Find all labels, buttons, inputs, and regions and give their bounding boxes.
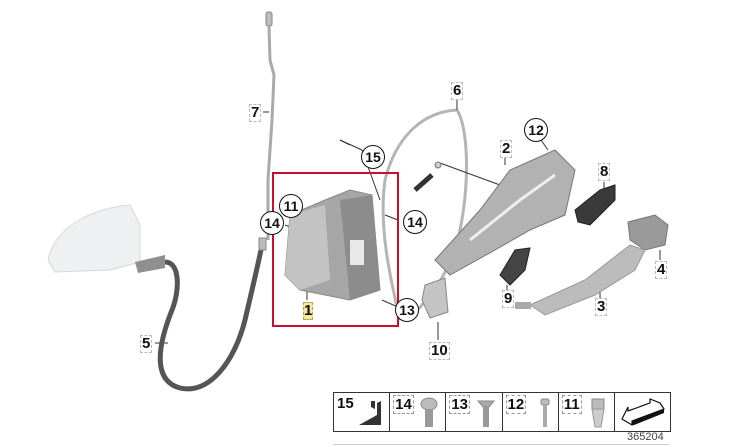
legend-label: 12 [505,395,527,414]
legend-item-14[interactable]: 14 [390,393,447,431]
part-4-cap[interactable] [627,214,669,251]
legend-item-11[interactable]: 11 [559,393,615,431]
diagram-reference-number: 365204 [627,431,664,443]
part-1-door-lock[interactable] [284,189,381,301]
highlight-frame [272,172,399,327]
callout-1[interactable]: 1 [303,302,314,320]
callout-2[interactable]: 2 [500,140,513,158]
legend-item-arrow[interactable] [615,393,670,431]
callout-12[interactable]: 12 [524,118,548,142]
callout-9[interactable]: 9 [502,290,515,308]
callout-4[interactable]: 4 [655,261,668,279]
callout-8[interactable]: 8 [598,163,611,181]
callout-7[interactable]: 7 [249,104,262,122]
part-9-gasket[interactable] [499,247,531,286]
legend-label: 13 [449,395,471,414]
divider [333,444,669,445]
direction-arrow-icon [621,398,665,427]
pan-head-screw-icon [420,397,438,427]
callout-14-right[interactable]: 14 [403,210,427,234]
legend-item-15[interactable]: 15 [334,393,391,431]
part-5-interior-handle[interactable] [47,204,165,273]
part-15-actuator[interactable] [413,173,434,192]
part-3-outer-handle[interactable] [528,244,646,316]
legend-label: 11 [561,395,582,414]
callout-5[interactable]: 5 [140,335,153,353]
bracket-clip-icon [359,401,382,425]
part-8-gasket[interactable] [574,184,616,226]
callout-14-left[interactable]: 14 [260,211,284,235]
legend-item-12[interactable]: 12 [503,393,559,431]
callout-6[interactable]: 6 [451,82,464,100]
legend-label: 15 [337,395,354,412]
part-10-bracket[interactable] [421,277,449,319]
callout-10[interactable]: 10 [429,342,450,360]
long-bolt-icon [540,398,550,427]
legend-label: 14 [393,395,414,414]
part-2-handle-carrier[interactable] [434,149,576,276]
callout-3[interactable]: 3 [595,298,608,316]
part-5-cable[interactable] [157,244,265,392]
callout-13[interactable]: 13 [395,298,419,322]
callout-15[interactable]: 15 [361,145,385,169]
part-7-rod[interactable] [265,11,276,240]
expanding-nut-icon [591,398,605,428]
countersunk-screw-icon [476,400,495,427]
callout-11[interactable]: 11 [279,194,303,218]
legend-item-13[interactable]: 13 [446,393,503,431]
fastener-legend: 15 14 13 12 11 [333,392,671,432]
